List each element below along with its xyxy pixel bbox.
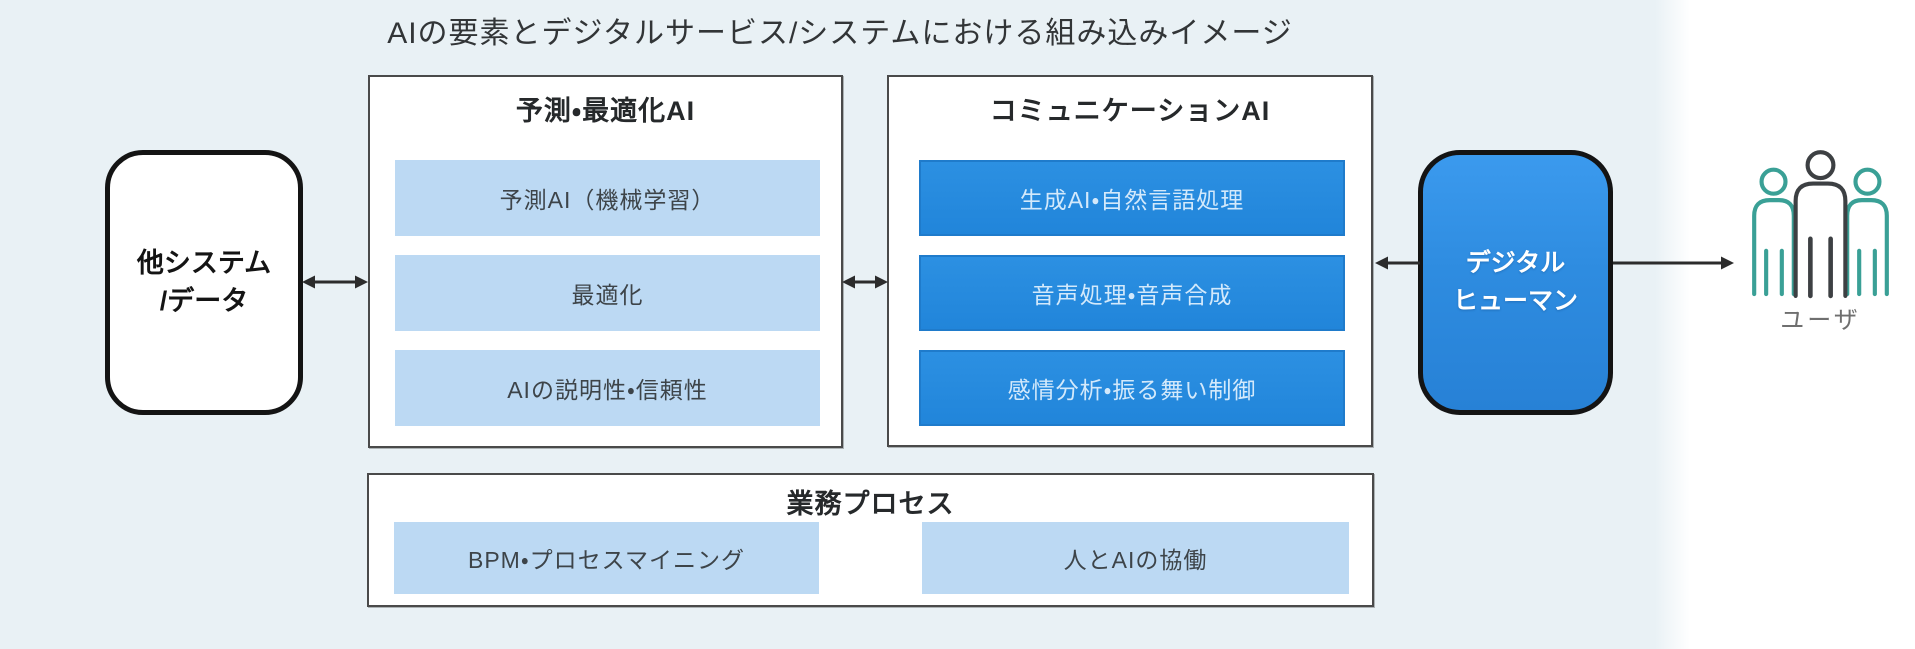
users-icon: [1733, 150, 1908, 340]
user-label: ユーザ: [1780, 307, 1861, 334]
bar-ai-explainability: AIの説明性・信頼性: [395, 350, 820, 426]
bar-speech-processing: 音声処理・音声合成: [919, 255, 1345, 331]
bar-prediction-ml: 予測AI（機械学習）: [395, 160, 820, 236]
arrow-digital-human-communication: [1375, 256, 1420, 270]
diagram-title: AIの要素とデジタルサービス/システムにおける組み込みイメージ: [387, 17, 1293, 50]
digital-human-node: デジタル ヒューマン: [1418, 150, 1613, 415]
digital-human-label-line2: ヒューマン: [1452, 286, 1578, 315]
business-process-panel-title: 業務プロセス: [786, 489, 955, 519]
bar-human-ai-collaboration: 人とAIの協働: [922, 522, 1349, 594]
other-system-label-line1: 他システム: [136, 247, 272, 278]
prediction-ai-panel: 予測・最適化AI 予測AI（機械学習） 最適化 AIの説明性・信頼性: [368, 75, 843, 448]
arrow-prediction-communication: [842, 275, 888, 289]
other-system-label-line2: /データ: [159, 285, 249, 316]
arrow-other-system-prediction: [302, 275, 368, 289]
communication-ai-panel: コミュニケーションAI 生成AI・自然言語処理 音声処理・音声合成 感情分析・振…: [887, 75, 1373, 447]
communication-ai-panel-title: コミュニケーションAI: [989, 96, 1271, 126]
digital-human-label-line1: デジタル: [1465, 249, 1566, 277]
bar-emotion-behavior: 感情分析・振る舞い制御: [919, 350, 1345, 426]
prediction-ai-panel-title: 予測・最適化AI: [515, 96, 696, 126]
arrow-digital-human-user: [1613, 256, 1734, 270]
bar-generative-ai-nlp: 生成AI・自然言語処理: [919, 160, 1345, 236]
other-system-node: 他システム /データ: [105, 150, 303, 415]
bar-bpm-process-mining: BPM・プロセスマイニング: [394, 522, 819, 594]
business-process-panel: 業務プロセス BPM・プロセスマイニング 人とAIの協働: [367, 473, 1374, 607]
bar-optimization: 最適化: [395, 255, 820, 331]
